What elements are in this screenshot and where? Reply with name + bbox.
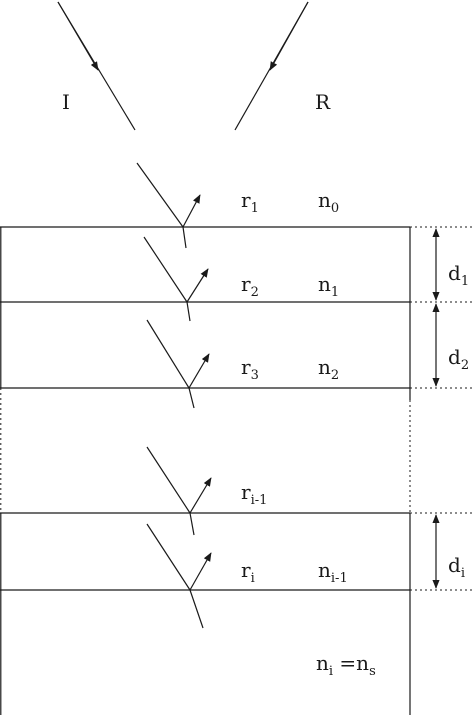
incident-label: I [62,90,70,114]
substrate-label: ni =ns [316,651,376,679]
n2-label: n2 [318,355,340,383]
partial-reflections [136,162,212,629]
reflection-i [146,523,212,629]
r1-label: r1 [241,188,259,216]
r2-label: r2 [241,272,259,300]
reflection-3 [146,319,210,409]
ni-minus-1-label: ni-1 [318,558,348,586]
reflected-ray [234,1,309,131]
d1-label: d1 [448,261,470,289]
n0-label: n0 [318,188,340,216]
reflection-2 [143,236,209,322]
r3-label: r3 [241,355,259,383]
di-label: di [448,553,465,581]
reflection-i-minus-1 [146,446,212,536]
reflected-label: R [315,90,331,114]
incident-ray [57,1,136,131]
n1-label: n1 [318,272,340,300]
layer-boundaries [0,226,411,715]
d2-label: d2 [448,345,470,373]
ri-label: ri [241,558,255,586]
ri-minus-1-label: ri-1 [241,480,268,508]
reflection-1 [136,162,201,249]
thickness-extensions [410,226,472,591]
